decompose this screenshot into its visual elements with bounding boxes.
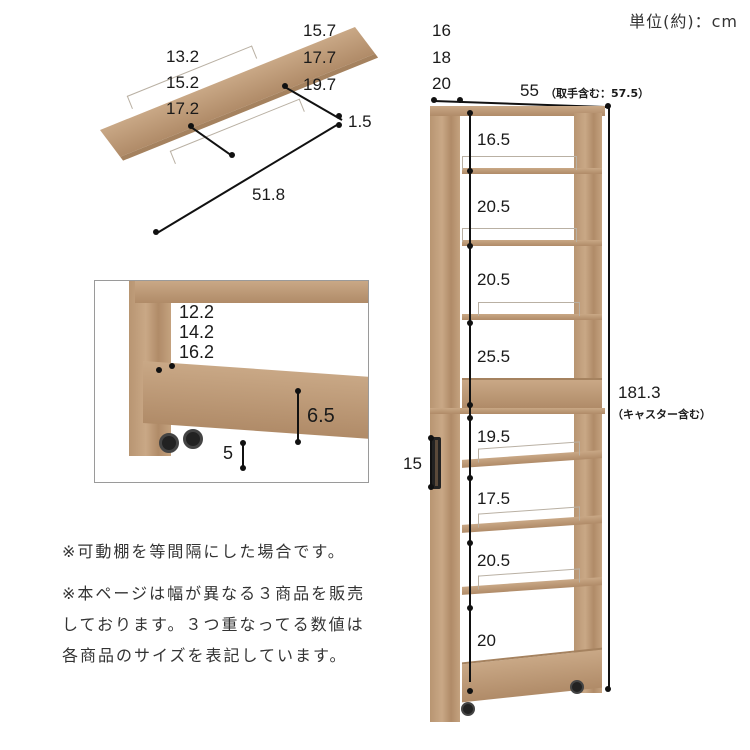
shelf-width-value-2: 17.7 — [303, 48, 337, 67]
upper-spacing-2: 20.5 — [477, 197, 511, 216]
dim-dot — [467, 168, 473, 174]
note-products-line-2: しております。３つ重なってる数値は — [62, 615, 365, 634]
dim-dot — [428, 435, 434, 441]
cabinet-diagram: 16 18 20 55 （取手含む：57.5） 15 16.5 20. — [400, 0, 750, 750]
dim-dot — [467, 110, 473, 116]
caster-clearance-value: 5 — [223, 443, 234, 463]
dim-dot — [467, 402, 473, 408]
dim-dot — [295, 439, 301, 445]
bottom-detail-panel: 12.2 14.2 16.2 6.5 5 — [94, 280, 369, 483]
dim-dot — [240, 440, 246, 446]
shelf-depth-value-3: 17.2 — [166, 99, 200, 118]
dim-dot — [605, 686, 611, 692]
front-board — [143, 360, 368, 440]
note-equal-spacing: ※可動棚を等間隔にした場合です。 — [62, 542, 346, 561]
lower-bottom-box — [462, 647, 602, 703]
shelf-width-value-3: 19.7 — [303, 75, 337, 94]
shelf-depth-value-1: 13.2 — [166, 47, 200, 66]
dim-dot — [169, 363, 175, 369]
note-products-line-3: 各商品のサイズを表記しています。 — [62, 646, 348, 665]
module-joint — [430, 408, 605, 414]
inner-value-1: 12.2 — [179, 302, 215, 322]
dim-line-handle — [430, 438, 432, 488]
dim-dot — [336, 122, 342, 128]
shelf — [462, 168, 602, 174]
dim-line-length — [156, 123, 338, 234]
dim-dot — [153, 229, 159, 235]
upper-bottom-box — [462, 378, 602, 408]
cabinet-side-panel — [430, 107, 460, 722]
shelf — [462, 240, 602, 246]
total-height-note: （キャスター含む） — [612, 408, 711, 421]
top-width-value: 55 — [520, 81, 539, 100]
shelf-rail — [462, 156, 577, 170]
handle-height-value: 15 — [403, 454, 422, 473]
shelf-rail — [478, 302, 580, 316]
caster-wheel — [570, 680, 584, 694]
dim-dot — [295, 388, 301, 394]
total-height-value: 181.3 — [618, 383, 661, 402]
dim-dot — [467, 605, 473, 611]
dim-line-caster — [242, 443, 244, 469]
dim-dot — [457, 97, 463, 103]
top-board — [135, 281, 368, 303]
dim-dot — [336, 113, 342, 119]
dim-dot — [428, 484, 434, 490]
shelf-thickness-value: 1.5 — [348, 112, 372, 131]
dim-dot — [431, 97, 437, 103]
dim-line-total-height — [608, 105, 610, 690]
shelf-rail — [462, 228, 577, 242]
shelf-length-value: 51.8 — [252, 185, 286, 204]
front-height-value: 6.5 — [307, 405, 335, 427]
top-depth-value-2: 18 — [432, 48, 451, 67]
unit-label: 単位(約)：cm — [629, 12, 738, 31]
lower-spacing-4: 20 — [477, 631, 496, 650]
inner-value-3: 16.2 — [179, 342, 215, 362]
shelf-depth-value-2: 15.2 — [166, 73, 200, 92]
caster-wheel — [159, 433, 179, 453]
dim-line-front-height — [297, 391, 299, 443]
shelf — [462, 314, 602, 320]
upper-spacing-1: 16.5 — [477, 130, 511, 149]
top-depth-value-3: 20 — [432, 74, 451, 93]
dim-dot — [188, 123, 194, 129]
dim-dot — [282, 83, 288, 89]
lower-spacing-2: 17.5 — [477, 489, 511, 508]
lower-spacing-3: 20.5 — [477, 551, 511, 570]
cabinet-top-board — [430, 106, 605, 116]
upper-spacing-3: 20.5 — [477, 270, 511, 289]
top-width-note: （取手含む：57.5） — [545, 87, 650, 100]
caster-wheel — [461, 702, 475, 716]
dim-dot — [156, 367, 162, 373]
dim-line-spacings — [469, 112, 471, 682]
shelf-width-value-1: 15.7 — [303, 21, 337, 40]
dim-dot — [467, 320, 473, 326]
dim-dot — [467, 688, 473, 694]
dim-dot — [467, 415, 473, 421]
top-depth-value-1: 16 — [432, 21, 451, 40]
inner-value-2: 14.2 — [179, 322, 215, 342]
dim-dot — [467, 540, 473, 546]
shelf-board-diagram: 13.2 15.2 17.2 15.7 17.7 19.7 1.5 51.8 — [0, 0, 390, 250]
lower-spacing-1: 19.5 — [477, 427, 511, 446]
dim-dot — [240, 465, 246, 471]
upper-spacing-4: 25.5 — [477, 347, 511, 366]
caster-wheel — [183, 429, 203, 449]
dim-dot — [467, 243, 473, 249]
cabinet-handle — [432, 437, 441, 489]
note-products-line-1: ※本ページは幅が異なる３商品を販売 — [62, 584, 366, 603]
dim-dot — [467, 475, 473, 481]
